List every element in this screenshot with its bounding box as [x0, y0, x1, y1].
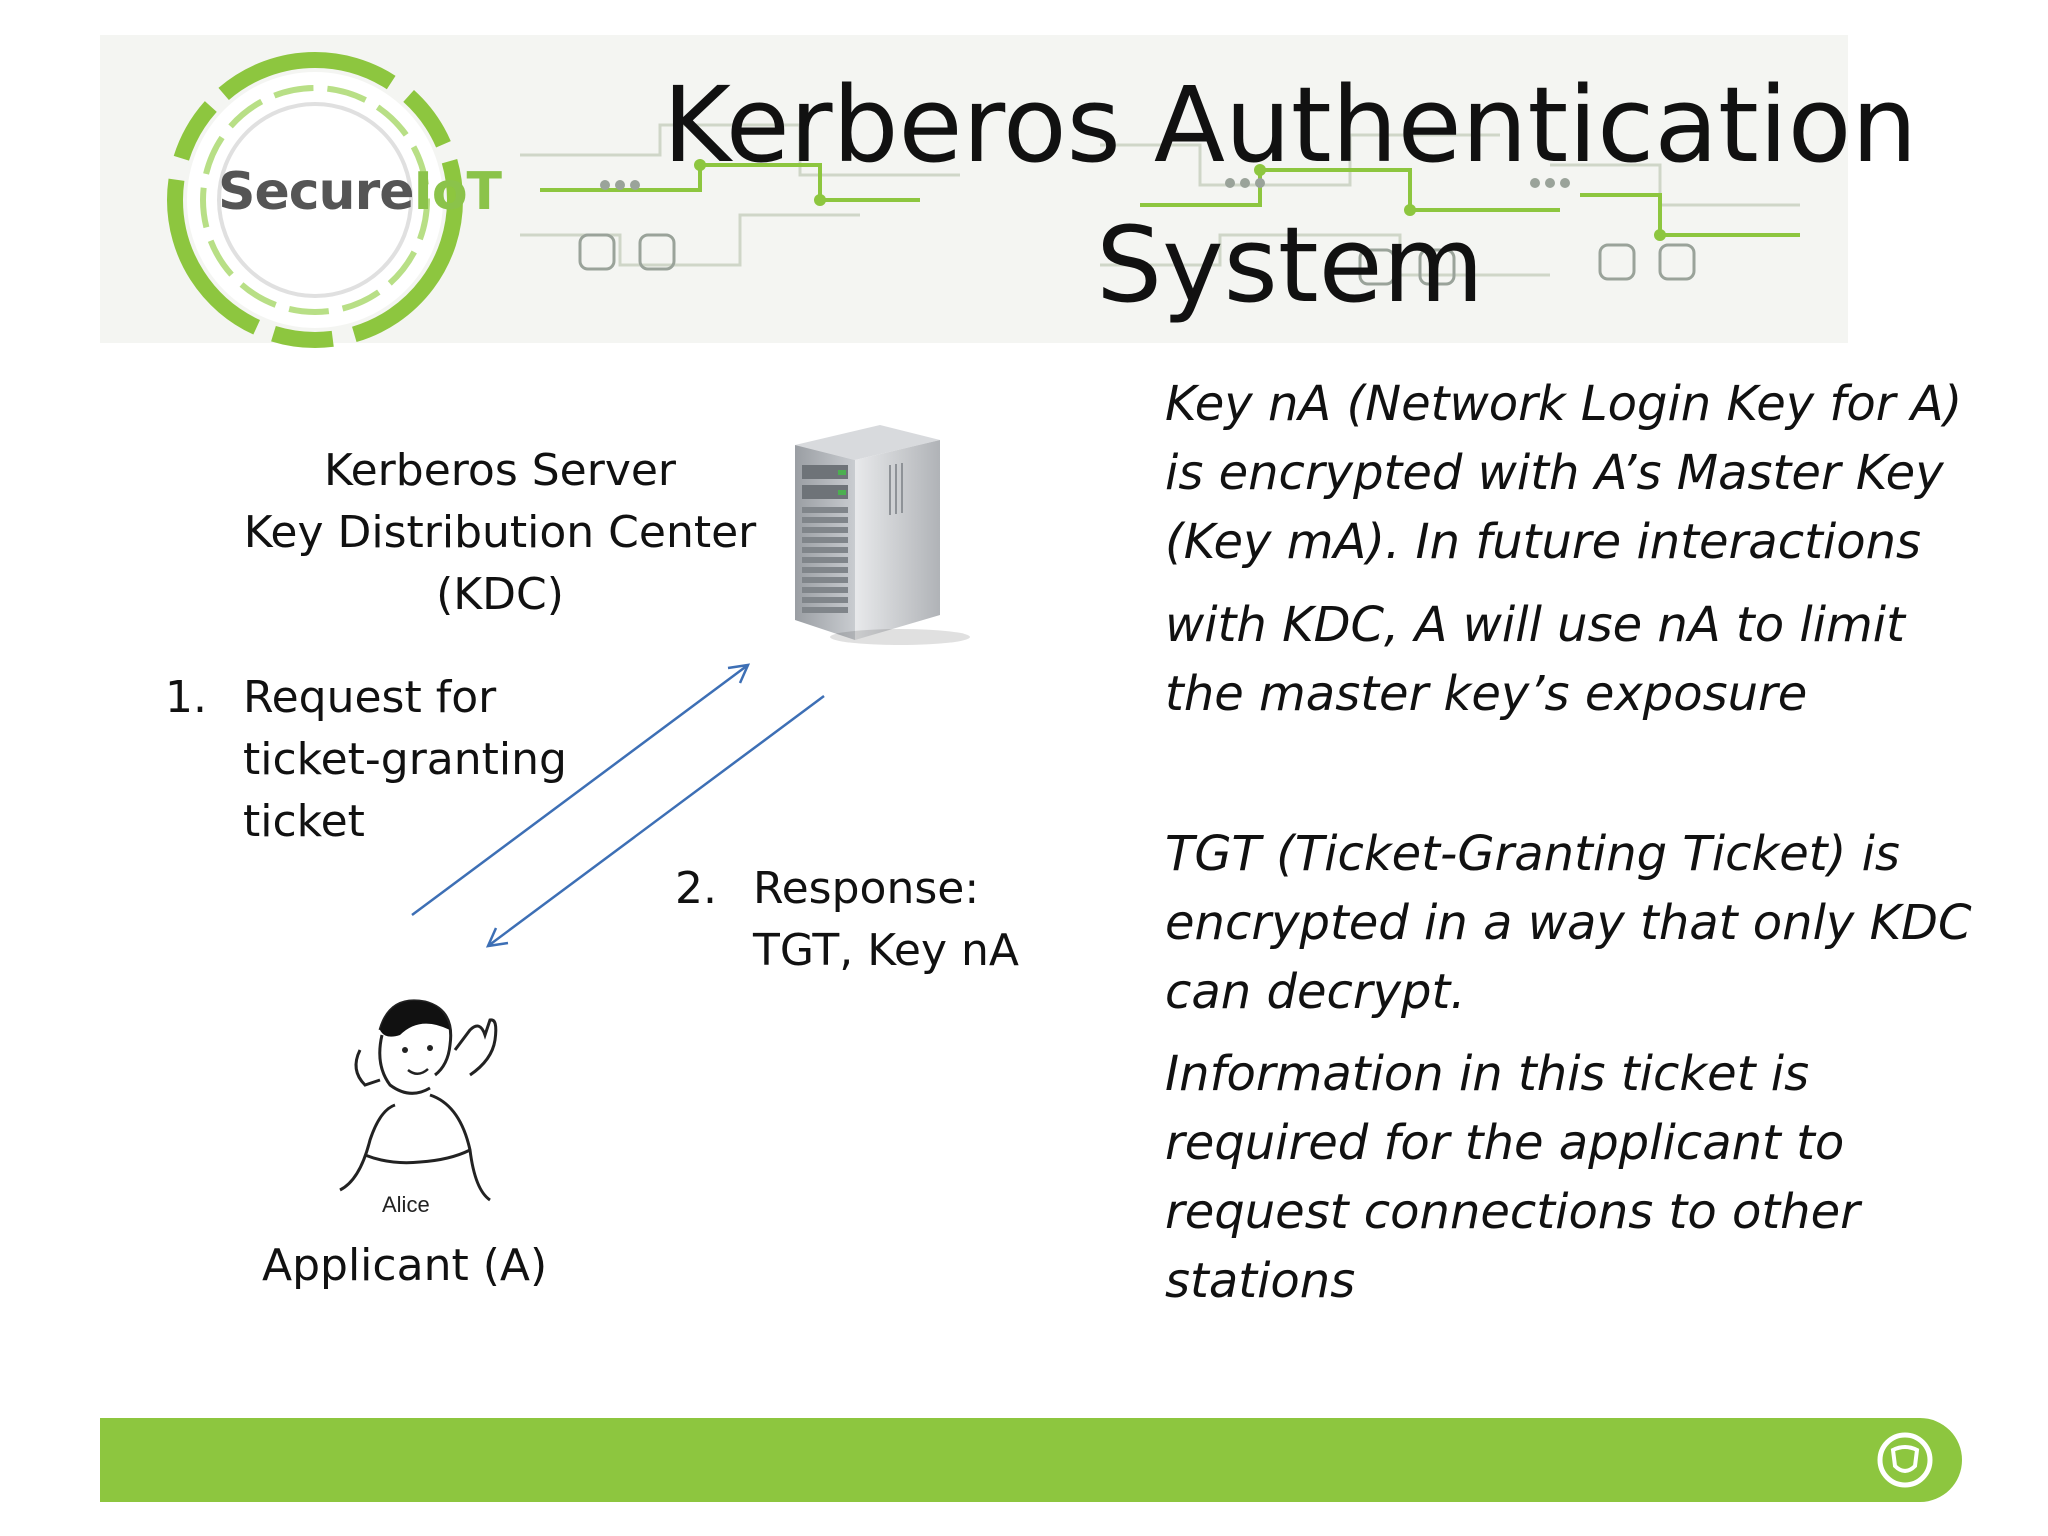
note-line: the master key’s exposure [1165, 666, 1808, 722]
logo-text: SecureIoT [218, 162, 502, 222]
request-arrow [411, 663, 749, 917]
title-line-1: Kerberos Authentication [662, 64, 1918, 186]
note-line: (Key mA). In future interactions [1165, 514, 1922, 570]
note-line: Information in this ticket is [1165, 1046, 1810, 1102]
slide-title: Kerberos Authentication System [640, 55, 1940, 335]
alice-figure: Alice [339, 999, 498, 1217]
note-line: stations [1165, 1253, 1356, 1309]
kdc-label-line: Key Distribution Center [243, 507, 757, 558]
step-1-line: ticket [243, 796, 365, 847]
step-1-line: ticket-granting [243, 734, 567, 785]
step-2-response: 2. Response: TGT, Key nA [675, 858, 1055, 988]
alice-caption: Alice [382, 1192, 430, 1217]
step-1-line: Request for [243, 672, 497, 723]
step-2-line: TGT, Key nA [753, 925, 1019, 976]
note-line: required for the applicant to [1165, 1115, 1845, 1171]
applicant-label: Applicant (A) [262, 1240, 548, 1291]
step-number: 2. [675, 863, 717, 914]
response-arrowhead [485, 927, 509, 948]
footer-bar [100, 1418, 1962, 1502]
server-icon [795, 425, 970, 645]
note-line: with KDC, A will use nA to limit [1165, 597, 1905, 653]
step-2-line: Response: [753, 863, 980, 914]
title-line-2: System [1096, 204, 1484, 326]
kdc-label-line: Kerberos Server [323, 445, 677, 496]
note-line: can decrypt. [1165, 964, 1466, 1020]
note-paragraph-2: TGT (Ticket-Granting Ticket) is encrypte… [1165, 820, 1972, 1027]
kdc-label-line: (KDC) [436, 569, 564, 620]
note-line: TGT (Ticket-Granting Ticket) is [1165, 826, 1900, 882]
note-paragraph-1: Key nA (Network Login Key for A) is encr… [1165, 370, 1962, 729]
response-arrow [487, 694, 825, 948]
request-arrowhead [727, 663, 751, 684]
note-paragraph-3: Information in this ticket is required f… [1165, 1040, 1860, 1316]
kdc-label: Kerberos Server Key Distribution Center … [240, 440, 760, 626]
step-number: 1. [165, 672, 207, 723]
note-line: request connections to other [1165, 1184, 1860, 1240]
shield-icon [1877, 1432, 1933, 1488]
step-1-request: 1. Request for ticket-granting ticket [165, 667, 645, 867]
secureiot-logo [167, 52, 463, 348]
note-line: Key nA (Network Login Key for A) [1165, 376, 1963, 432]
note-line: encrypted in a way that only KDC [1165, 895, 1972, 951]
note-line: is encrypted with A’s Master Key [1165, 445, 1944, 501]
circuit-background [520, 123, 1800, 286]
